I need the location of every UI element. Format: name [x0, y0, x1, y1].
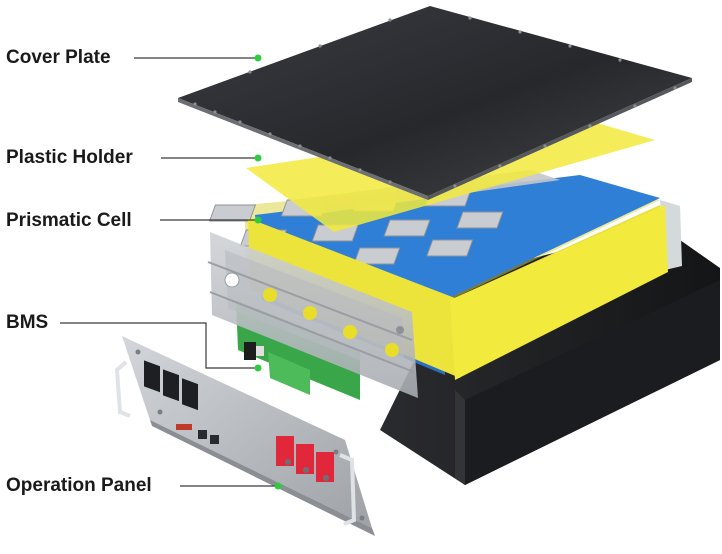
label-bms: BMS: [6, 312, 49, 333]
cover-plate: [178, 6, 692, 200]
label-operation-panel: Operation Panel: [6, 475, 152, 496]
black-terminal-connectors: [144, 360, 198, 411]
label-cover-plate: Cover Plate: [6, 47, 111, 68]
label-prismatic-cell: Prismatic Cell: [6, 210, 132, 231]
marker-plastic-holder: [254, 154, 262, 162]
marker-bms: [254, 364, 262, 372]
label-plastic-holder: Plastic Holder: [6, 147, 133, 168]
marker-operation-panel: [274, 482, 282, 490]
panel-handle-right: [339, 453, 357, 526]
operation-panel: [114, 336, 375, 536]
marker-prismatic-cell: [254, 216, 262, 224]
callout-lines: [60, 54, 282, 490]
status-indicators: [176, 424, 192, 430]
rj45-ports: [198, 430, 219, 444]
red-terminal-connectors: [276, 436, 334, 482]
panel-handle-left: [114, 360, 131, 418]
leader-bms: [60, 322, 256, 369]
marker-cover-plate: [254, 54, 262, 62]
